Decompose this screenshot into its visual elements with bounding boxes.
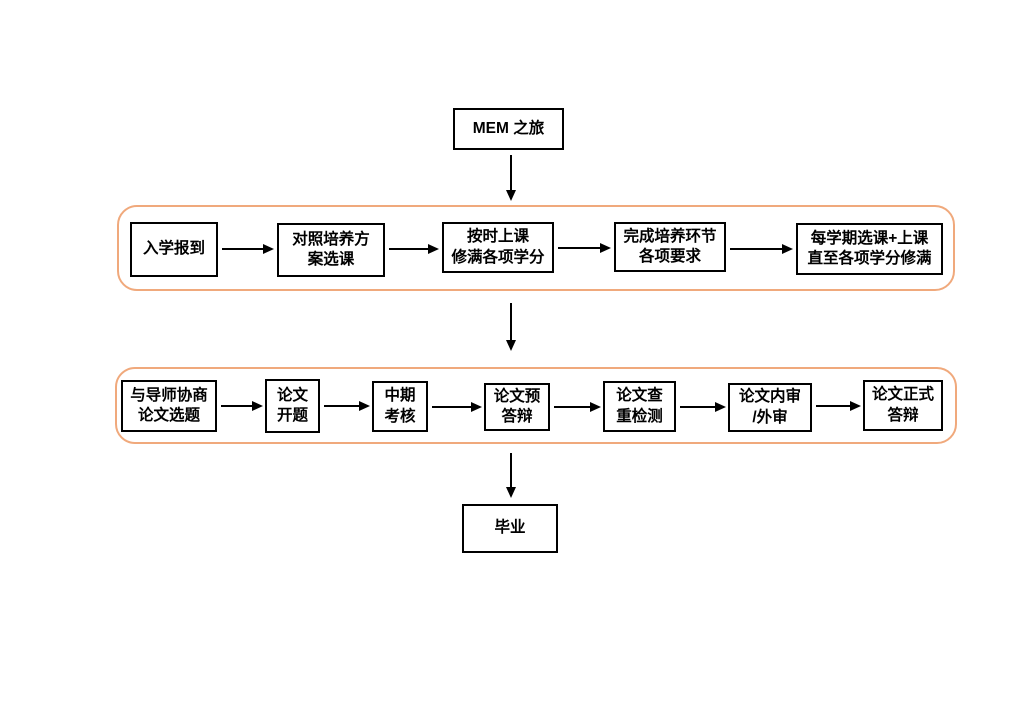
arrow-right-icon — [432, 406, 480, 408]
step-box-semester-courses: 每学期选课+上课 直至各项学分修满 — [796, 223, 943, 275]
step-box-enrollment: 入学报到 — [130, 222, 218, 277]
arrow-right-icon — [554, 406, 599, 408]
step-label: 论文正式 答辩 — [871, 386, 934, 424]
step-box-thesis-proposal: 论文 开题 — [265, 379, 320, 433]
arrow-right-icon — [816, 405, 859, 407]
step-box-pre-defense: 论文预 答辩 — [484, 383, 550, 431]
step-label: 完成培养环节 各项要求 — [623, 227, 717, 265]
step-label: 论文预 答辩 — [493, 387, 541, 425]
arrow-down-icon — [510, 155, 512, 199]
arrow-right-icon — [324, 405, 368, 407]
arrow-right-icon — [221, 405, 261, 407]
step-label: 与导师协商 论文选题 — [130, 386, 208, 424]
arrow-right-icon — [222, 248, 272, 250]
step-label: 论文 开题 — [276, 386, 308, 424]
node-graduation-label: 毕业 — [494, 519, 526, 537]
step-label: 入学报到 — [142, 240, 205, 258]
step-box-attend-class: 按时上课 修满各项学分 — [442, 222, 554, 273]
step-box-thesis-topic: 与导师协商 论文选题 — [121, 380, 217, 432]
arrow-right-icon — [680, 406, 724, 408]
stage1-container — [117, 205, 955, 291]
step-label: 论文查 重检测 — [616, 387, 663, 425]
step-label: 中期 考核 — [384, 387, 416, 425]
arrow-right-icon — [730, 248, 791, 250]
node-mem-journey: MEM 之旅 — [453, 108, 564, 150]
step-box-midterm-assessment: 中期 考核 — [372, 381, 428, 432]
step-box-formal-defense: 论文正式 答辩 — [863, 380, 943, 431]
arrow-down-icon — [510, 453, 512, 496]
arrow-right-icon — [558, 247, 609, 249]
step-box-plagiarism-check: 论文查 重检测 — [603, 381, 676, 432]
node-mem-journey-label: MEM 之旅 — [472, 119, 545, 137]
step-label: 对照培养方 案选课 — [292, 230, 370, 268]
step-label: 每学期选课+上课 直至各项学分修满 — [807, 229, 932, 267]
arrow-down-icon — [510, 303, 512, 349]
node-graduation: 毕业 — [462, 504, 558, 553]
arrow-right-icon — [389, 248, 437, 250]
step-label: 论文内审 /外审 — [738, 388, 801, 426]
step-label: 按时上课 修满各项学分 — [451, 228, 545, 266]
step-box-training-requirements: 完成培养环节 各项要求 — [614, 222, 726, 272]
step-box-course-selection: 对照培养方 案选课 — [277, 223, 385, 277]
stage2-container — [115, 367, 957, 444]
step-box-internal-external-review: 论文内审 /外审 — [728, 383, 812, 432]
